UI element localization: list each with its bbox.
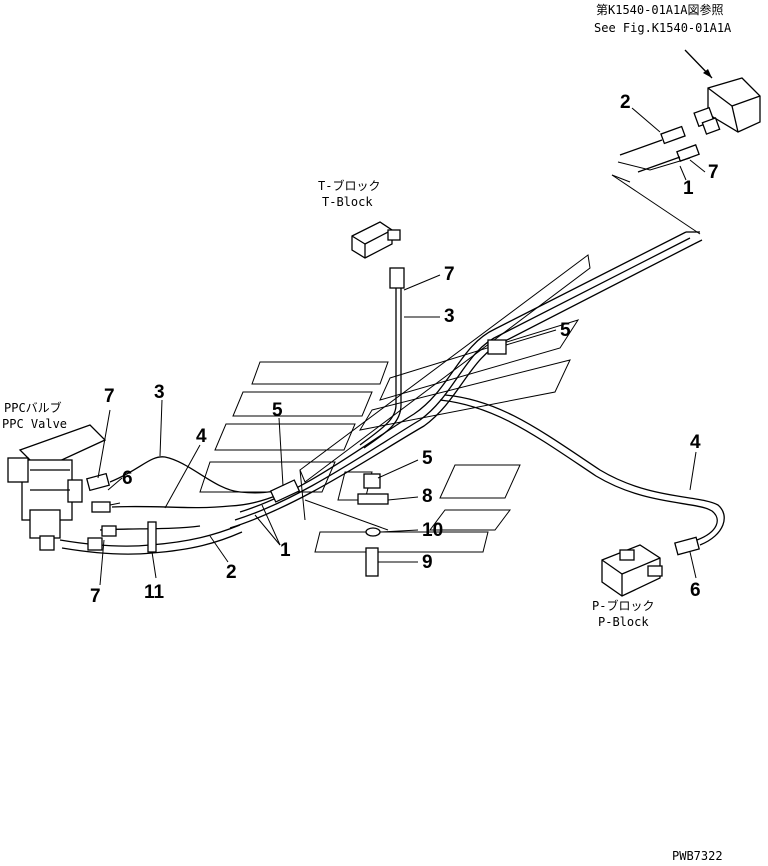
p-block-part bbox=[601, 536, 700, 597]
callout-numbers: 2 7 1 7 3 5 7 3 4 5 6 5 8 10 9 1 2 7 11 … bbox=[90, 92, 719, 607]
callout-2-top: 2 bbox=[620, 92, 631, 113]
reference-labels: 第K1540-01A1A図参照 See Fig.K1540-01A1A T-ブロ… bbox=[2, 2, 732, 863]
clamps bbox=[147, 339, 507, 577]
t-block-en-label: T-Block bbox=[322, 195, 373, 209]
callout-10: 10 bbox=[422, 520, 443, 541]
callout-3-tblock: 3 bbox=[444, 306, 455, 327]
callout-7-top: 7 bbox=[708, 162, 719, 183]
callout-4-right: 4 bbox=[690, 432, 701, 453]
ppc-valve-en-label: PPC Valve bbox=[2, 417, 67, 431]
callout-4-left: 4 bbox=[196, 426, 207, 447]
callout-3-left: 3 bbox=[154, 382, 165, 403]
p-block-en-label: P-Block bbox=[598, 615, 649, 629]
p-block-jp-label: P-ブロック bbox=[592, 598, 654, 613]
callout-6-right: 6 bbox=[690, 580, 701, 601]
callout-2-bottom: 2 bbox=[226, 562, 237, 583]
drawing-code-label: PWB7322 bbox=[672, 849, 723, 863]
callout-5-right: 5 bbox=[560, 320, 571, 341]
callout-7-bottom: 7 bbox=[90, 586, 101, 607]
ppc-valve-jp-label: PPCバルブ bbox=[4, 400, 62, 415]
t-block-jp-label: T-ブロック bbox=[318, 178, 380, 193]
ppc-valve-part bbox=[7, 424, 117, 551]
callout-7-tblock: 7 bbox=[444, 264, 455, 285]
callout-8: 8 bbox=[422, 486, 433, 507]
callout-5-center: 5 bbox=[422, 448, 433, 469]
callout-6-left: 6 bbox=[122, 468, 133, 489]
see-fig-jp-label: 第K1540-01A1A図参照 bbox=[596, 2, 723, 17]
top-valve-block bbox=[611, 49, 761, 235]
background-frame-plates bbox=[199, 254, 591, 553]
callout-5-mid: 5 bbox=[272, 400, 283, 421]
leader-lines bbox=[97, 107, 706, 586]
callout-9: 9 bbox=[422, 552, 433, 573]
hose-bundle bbox=[59, 231, 725, 555]
t-block-part bbox=[351, 221, 405, 289]
callout-11: 11 bbox=[144, 582, 165, 603]
callout-1-bottom: 1 bbox=[280, 540, 291, 561]
callout-7-ppc: 7 bbox=[104, 386, 115, 407]
callout-1-top: 1 bbox=[683, 178, 694, 199]
see-fig-en-label: See Fig.K1540-01A1A bbox=[594, 21, 732, 35]
